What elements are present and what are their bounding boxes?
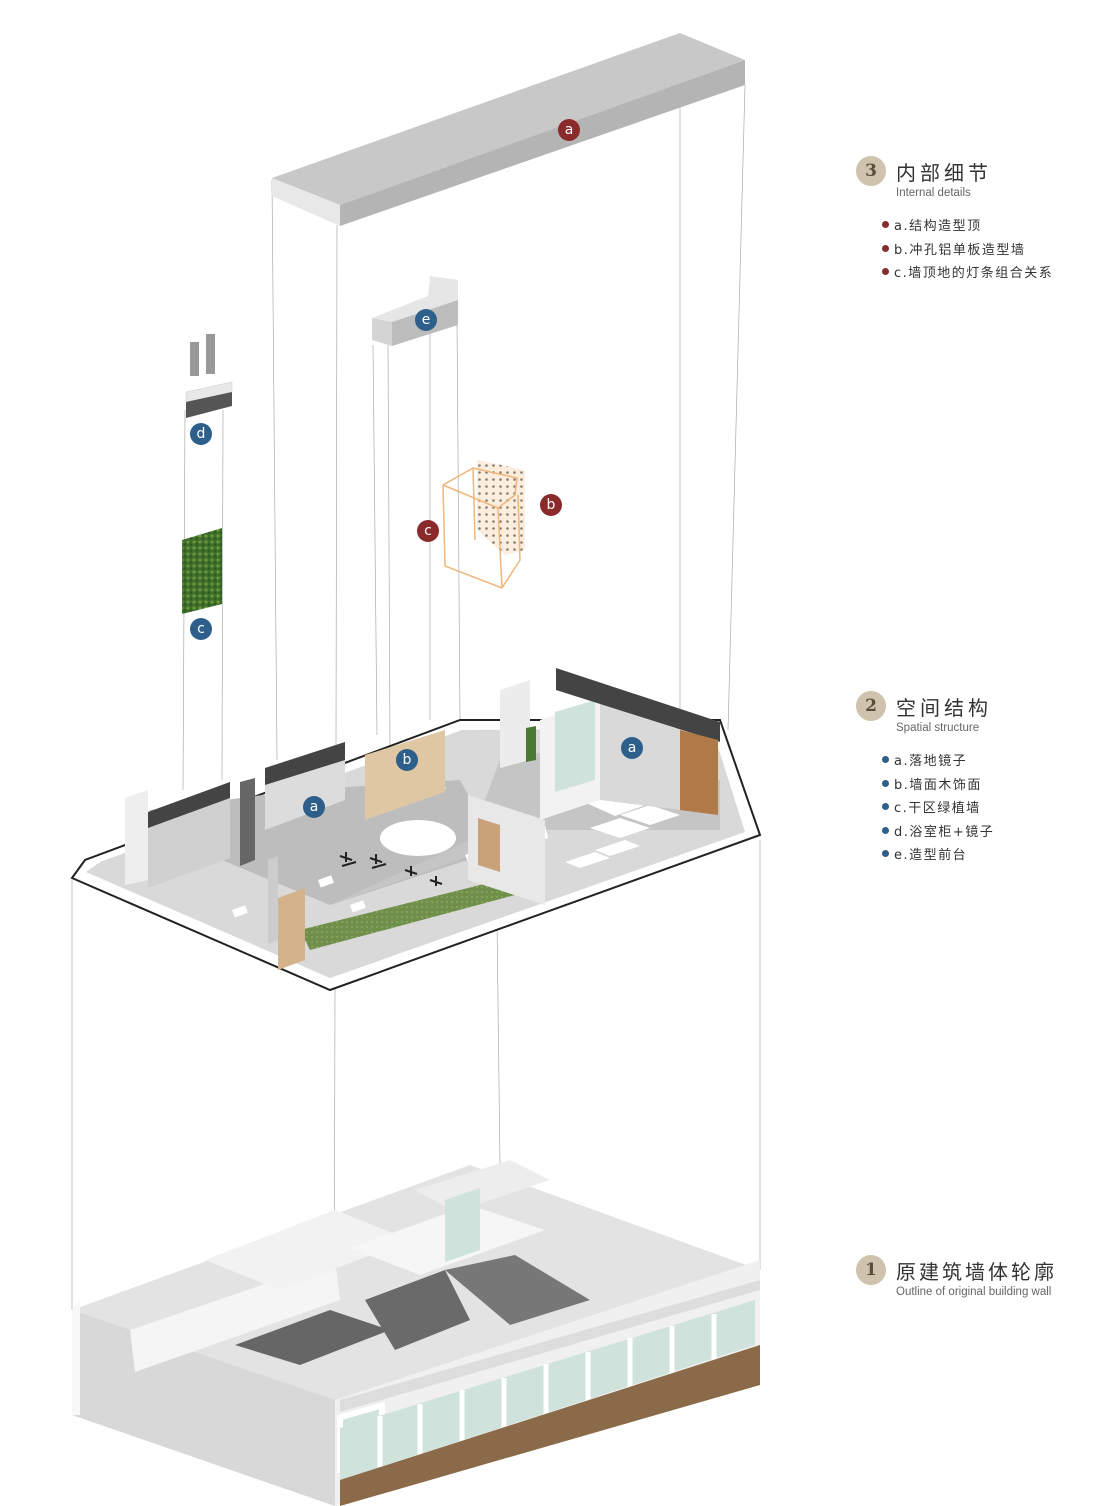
legend-item: b.冲孔铝单板造型墙 xyxy=(882,237,1086,261)
legend-item: d.浴室柜+镜子 xyxy=(882,819,1086,843)
legend-number-badge: 2 xyxy=(856,691,886,721)
bullet-dot-icon xyxy=(882,779,889,787)
marker-wood-b: b xyxy=(396,749,418,771)
marker-mirror-a-right: a xyxy=(621,737,643,759)
legend-item: c.干区绿植墙 xyxy=(882,795,1086,819)
ceiling-structure xyxy=(272,33,745,226)
reception-desk-shape xyxy=(372,276,458,346)
svg-text:e: e xyxy=(422,312,431,328)
legend-item: e.造型前台 xyxy=(882,842,1086,866)
bullet-dot-icon xyxy=(882,268,889,276)
bullet-dot-icon xyxy=(882,803,889,811)
legend-item: a.落地镜子 xyxy=(882,748,1086,772)
perforated-panel-and-light-strips xyxy=(442,460,525,589)
legend-subtitle: Internal details xyxy=(896,187,971,199)
svg-text:b: b xyxy=(547,497,556,513)
legend-item: c.墙顶地的灯条组合关系 xyxy=(882,260,1086,284)
marker-desk-e: e xyxy=(415,309,437,331)
marker-panel-b: b xyxy=(540,494,562,516)
bullet-dot-icon xyxy=(882,756,889,764)
legend-spatial-structure: 2 空间结构 Spatial structure a.落地镜子 b.墙面木饰面 … xyxy=(856,691,1086,866)
legend-item: b.墙面木饰面 xyxy=(882,772,1086,796)
svg-text:a: a xyxy=(565,122,574,138)
svg-text:c: c xyxy=(197,621,205,637)
legend-subtitle: Spatial structure xyxy=(896,722,980,734)
marker-lights-c: c xyxy=(417,520,439,542)
marker-greenwall-c: c xyxy=(190,618,212,640)
bullet-dot-icon xyxy=(882,221,889,229)
legend-title: 空间结构 xyxy=(896,695,992,720)
marker-ceiling-a: a xyxy=(558,119,580,141)
svg-text:b: b xyxy=(403,752,412,768)
svg-text:a: a xyxy=(310,799,319,815)
legend-item-list: a.落地镜子 b.墙面木饰面 c.干区绿植墙 d.浴室柜+镜子 e.造型前台 xyxy=(882,748,1086,866)
marker-vanity-d: d xyxy=(190,423,212,445)
legend-subtitle: Outline of original building wall xyxy=(896,1286,1052,1298)
legend-number-badge: 1 xyxy=(856,1255,886,1285)
legend-internal-details: 3 内部细节 Internal details a.结构造型顶 b.冲孔铝单板造… xyxy=(856,156,1086,284)
legend-title: 原建筑墙体轮廓 xyxy=(896,1259,1057,1284)
green-plant-wall xyxy=(182,528,222,614)
svg-text:c: c xyxy=(424,523,432,539)
legend-original-building: 1 原建筑墙体轮廓 Outline of original building w… xyxy=(856,1255,1086,1298)
bullet-dot-icon xyxy=(882,850,889,858)
original-building-wall xyxy=(72,1160,760,1506)
marker-mirror-a-left: a xyxy=(303,796,325,818)
vanity-and-mirrors xyxy=(185,334,233,418)
svg-text:a: a xyxy=(628,740,637,756)
legend-title: 内部细节 xyxy=(896,160,992,185)
svg-text:d: d xyxy=(197,426,206,442)
bullet-dot-icon xyxy=(882,244,889,252)
spatial-structure-floor xyxy=(70,668,762,992)
legend-item-list: a.结构造型顶 b.冲孔铝单板造型墙 c.墙顶地的灯条组合关系 xyxy=(882,213,1086,284)
legend-item: a.结构造型顶 xyxy=(882,213,1086,237)
legend-number-badge: 3 xyxy=(856,156,886,186)
bullet-dot-icon xyxy=(882,826,889,834)
projection-lines xyxy=(71,84,761,1401)
